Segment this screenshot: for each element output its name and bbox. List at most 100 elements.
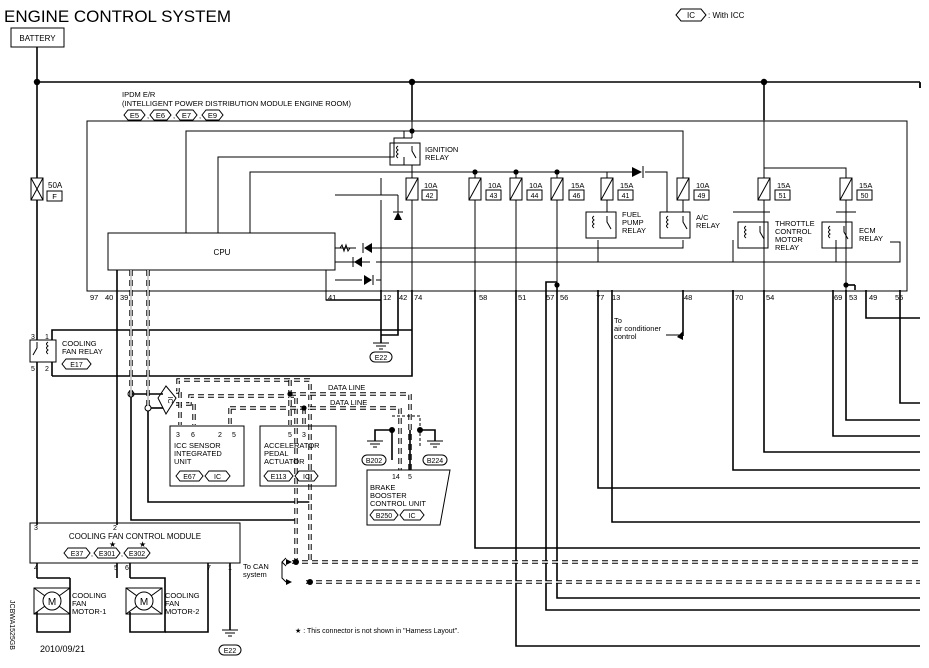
can-lines — [129, 270, 920, 584]
fuse-15a-50: 15A 50 — [839, 177, 873, 201]
svg-text:1: 1 — [45, 334, 49, 341]
svg-text:RELAY: RELAY — [622, 226, 646, 235]
svg-text:15A: 15A — [620, 181, 633, 190]
fuse-10a-42: 10A 42 — [405, 177, 438, 201]
svg-text:12: 12 — [383, 293, 391, 302]
fuse-10a-43: 10A 43 — [468, 177, 502, 201]
svg-text:56: 56 — [560, 293, 568, 302]
fuse-15a-41: 15A 41 — [600, 177, 634, 201]
svg-text:43: 43 — [490, 193, 498, 200]
svg-text:50A: 50A — [48, 181, 63, 190]
svg-text:M: M — [48, 597, 56, 608]
svg-text:BOOSTER: BOOSTER — [370, 491, 407, 500]
svg-text:39: 39 — [120, 293, 128, 302]
fuel-pump-relay: FUEL PUMP RELAY — [585, 210, 646, 239]
svg-text:54: 54 — [766, 293, 774, 302]
svg-text:ECM: ECM — [859, 226, 876, 235]
ecm-relay: ECM RELAY — [821, 221, 883, 249]
svg-text:46: 46 — [573, 193, 581, 200]
ground-b202: B202 — [361, 440, 387, 466]
svg-text:41: 41 — [622, 193, 630, 200]
svg-text:COOLING: COOLING — [62, 339, 97, 348]
svg-text:UNIT: UNIT — [174, 457, 192, 466]
svg-text:E301: E301 — [99, 551, 115, 558]
svg-text:51: 51 — [518, 293, 526, 302]
svg-text:42: 42 — [399, 293, 407, 302]
svg-text:E7: E7 — [182, 111, 191, 120]
svg-text:E37: E37 — [71, 551, 84, 558]
svg-text:53: 53 — [849, 293, 857, 302]
svg-text:40: 40 — [105, 293, 113, 302]
ac-note-2: air conditioner — [614, 324, 662, 333]
ac-relay: A/C RELAY — [659, 211, 720, 239]
svg-text:CONTROL UNIT: CONTROL UNIT — [370, 499, 426, 508]
svg-text:CONTROL: CONTROL — [775, 227, 812, 236]
svg-text:INTEGRATED: INTEGRATED — [174, 449, 222, 458]
svg-text:42: 42 — [426, 193, 434, 200]
svg-text:FAN: FAN — [72, 599, 87, 608]
svg-text:E302: E302 — [129, 551, 145, 558]
svg-text:13: 13 — [612, 293, 620, 302]
svg-text:50: 50 — [861, 193, 869, 200]
ground-b224: B224 — [422, 440, 448, 466]
svg-text:7: 7 — [207, 565, 211, 572]
svg-text:E5: E5 — [130, 111, 139, 120]
svg-text:10A: 10A — [488, 181, 501, 190]
svg-text:48: 48 — [684, 293, 692, 302]
svg-text:58: 58 — [479, 293, 487, 302]
legend-tag: IC — [687, 11, 695, 20]
svg-text:E22: E22 — [375, 355, 388, 362]
legend-text: : With ICC — [708, 11, 745, 20]
svg-text:14: 14 — [392, 474, 400, 481]
svg-text:97: 97 — [90, 293, 98, 302]
svg-text:RELAY: RELAY — [696, 221, 720, 230]
svg-text:6: 6 — [125, 565, 129, 572]
ic-tag-diamond: IC — [166, 397, 173, 404]
throttle-control-motor-relay: THROTTLE CONTROL MOTOR RELAY — [737, 219, 815, 252]
svg-text:RELAY: RELAY — [859, 234, 883, 243]
svg-text:5: 5 — [232, 432, 236, 439]
svg-text:5: 5 — [408, 474, 412, 481]
icc-sensor-integrated-unit: 3 6 2 5 ICC SENSOR INTEGRATED UNIT E67 I… — [169, 425, 245, 487]
svg-text:PUMP: PUMP — [622, 218, 644, 227]
ac-note-3: control — [614, 332, 637, 341]
svg-text:3: 3 — [176, 432, 180, 439]
ipdm-terminals: 97 40 39 41 12 42 74 58 51 57 56 77 13 4… — [90, 293, 903, 302]
svg-text:51: 51 — [779, 193, 787, 200]
svg-text:THROTTLE: THROTTLE — [775, 219, 815, 228]
svg-text:74: 74 — [414, 293, 422, 302]
svg-text:15A: 15A — [777, 181, 790, 190]
svg-text:,: , — [173, 111, 175, 120]
data-line-label-2: DATA LINE — [330, 398, 367, 407]
svg-text:15A: 15A — [859, 181, 872, 190]
svg-text:77: 77 — [596, 293, 604, 302]
svg-text:★: ★ — [139, 540, 146, 549]
accelerator-pedal-actuator: 5 3 ACCELERATOR PEDAL ACTUATOR E113 IC — [259, 425, 337, 487]
svg-text:COOLING: COOLING — [165, 591, 200, 600]
svg-text:55: 55 — [895, 293, 903, 302]
svg-text:E22: E22 — [224, 648, 237, 655]
fuse-10a-44: 10A 44 — [509, 177, 543, 201]
svg-text:6: 6 — [191, 432, 195, 439]
battery-label: BATTERY — [19, 34, 56, 43]
data-line-label-1: DATA LINE — [328, 383, 365, 392]
svg-text:E9: E9 — [208, 111, 217, 120]
svg-text:2: 2 — [45, 366, 49, 373]
fuse-50a: 50A F — [30, 177, 63, 202]
svg-text:2: 2 — [113, 525, 117, 532]
svg-text:2: 2 — [218, 432, 222, 439]
svg-text:10A: 10A — [696, 181, 709, 190]
svg-text:5: 5 — [288, 432, 292, 439]
svg-text:E17: E17 — [70, 362, 83, 369]
ignition-relay: IGNITION RELAY — [389, 142, 458, 166]
svg-text:4: 4 — [34, 565, 38, 572]
svg-text:3: 3 — [34, 525, 38, 532]
svg-text:44: 44 — [531, 193, 539, 200]
cooling-fan-motor-2: M COOLING FAN MOTOR-2 — [125, 587, 200, 616]
ground-e22-bottom: E22 — [218, 629, 242, 656]
svg-text:10A: 10A — [529, 181, 542, 190]
svg-text:49: 49 — [698, 193, 706, 200]
svg-text:RELAY: RELAY — [775, 243, 799, 252]
svg-text:E67: E67 — [183, 474, 196, 481]
